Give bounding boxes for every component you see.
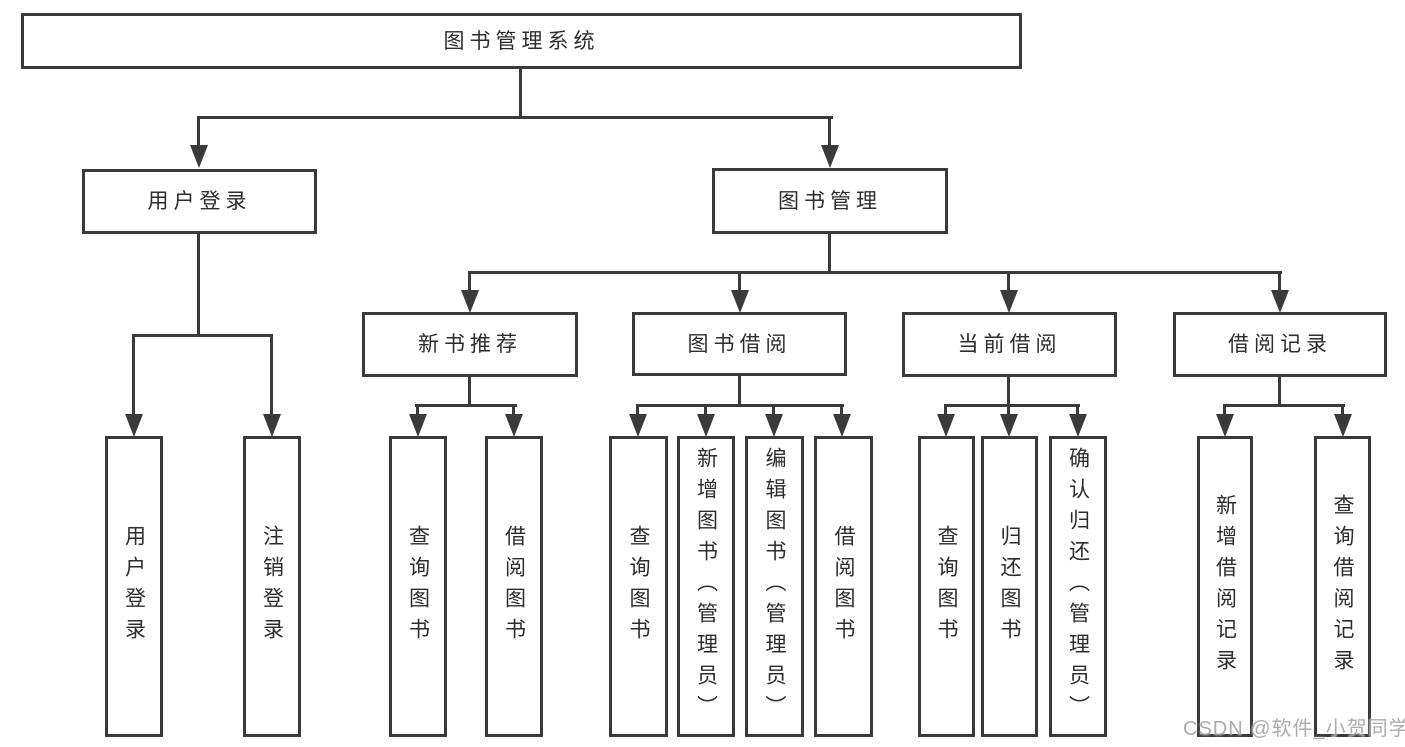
leaf-borrow-book-recommend: 借阅图书 [485, 436, 543, 737]
connector-line [1007, 404, 1010, 417]
leaf-borrow-book-borrowing: 借阅图书 [814, 436, 873, 737]
connector-line [1076, 404, 1079, 417]
connector-line [1341, 404, 1344, 417]
arrow-down-icon [821, 145, 839, 168]
arrow-down-icon [1216, 414, 1234, 437]
connector-line [944, 404, 947, 417]
arrow-down-icon [937, 414, 955, 437]
leaf-label: 新增借阅记录 [1213, 493, 1237, 680]
connector-line [468, 271, 471, 293]
node-book-borrowing: 图书借阅 [632, 312, 847, 376]
arrow-down-icon [263, 414, 281, 437]
connector-line [1007, 377, 1010, 407]
connector-line [828, 116, 831, 150]
arrow-down-icon [697, 414, 715, 437]
leaf-label: 用户登录 [122, 524, 146, 649]
connector-line [512, 404, 515, 417]
connector-line [1278, 271, 1281, 293]
arrow-down-icon [505, 414, 523, 437]
connector-line [772, 404, 775, 417]
node-user-login: 用户登录 [82, 169, 317, 234]
node-label: 图书借阅 [687, 332, 792, 356]
connector-line [1223, 404, 1345, 407]
node-label: 用户登录 [147, 190, 252, 213]
connector-line [704, 404, 707, 417]
connector-line [738, 271, 741, 293]
arrow-down-icon [1334, 414, 1352, 437]
leaf-query-book-borrowing: 查询图书 [609, 436, 668, 737]
connector-line [519, 68, 522, 119]
leaf-edit-book-admin: 编辑图书（管理员） [745, 436, 804, 737]
leaf-label: 借阅图书 [502, 524, 526, 649]
leaf-confirm-return-admin: 确认归还（管理员） [1049, 436, 1107, 737]
leaf-label: 查询图书 [627, 524, 650, 649]
leaf-query-book-recommend: 查询图书 [389, 436, 447, 737]
connector-line [197, 116, 200, 150]
leaf-logout: 注销登录 [243, 436, 301, 737]
leaf-label: 归还图书 [998, 524, 1021, 649]
arrow-down-icon [409, 414, 427, 437]
csdn-watermark: CSDN @软件_小贺同学 [1183, 718, 1405, 740]
connector-line [738, 376, 741, 407]
connector-line [132, 334, 135, 417]
arrow-down-icon [1069, 414, 1087, 437]
connector-line [840, 404, 843, 417]
connector-line [197, 116, 833, 119]
leaf-add-book-admin: 新增图书（管理员） [677, 436, 735, 737]
node-library-management-system: 图书管理系统 [21, 13, 1022, 69]
node-current-borrowing: 当前借阅 [902, 312, 1117, 377]
connector-line [132, 334, 273, 337]
leaf-query-book-current: 查询图书 [918, 436, 975, 737]
node-label: 当前借阅 [957, 333, 1062, 356]
connector-line [1007, 271, 1010, 293]
connector-line [415, 404, 517, 407]
arrow-down-icon [1000, 290, 1018, 313]
arrow-down-icon [1000, 414, 1018, 437]
arrow-down-icon [190, 145, 208, 168]
node-label: 借阅记录 [1228, 333, 1332, 356]
node-label: 图书管理系统 [443, 29, 600, 53]
connector-line [944, 404, 1080, 407]
connector-line [416, 404, 419, 417]
connector-line [270, 334, 273, 417]
leaf-label: 新增图书（管理员） [694, 447, 718, 726]
leaf-label: 注销登录 [260, 524, 284, 649]
connector-line [828, 234, 831, 274]
node-book-management: 图书管理 [712, 168, 948, 234]
leaf-query-borrow-record: 查询借阅记录 [1314, 436, 1371, 737]
arrow-down-icon [629, 414, 647, 437]
connector-line [636, 404, 639, 417]
leaf-label: 借阅图书 [832, 524, 855, 649]
connector-line [197, 233, 200, 336]
arrow-down-icon [1271, 290, 1289, 313]
node-new-book-recommend: 新书推荐 [362, 312, 578, 377]
node-label: 新书推荐 [418, 333, 522, 356]
connector-line [468, 377, 471, 407]
node-label: 图书管理 [778, 189, 882, 213]
arrow-down-icon [461, 290, 479, 313]
leaf-add-borrow-record: 新增借阅记录 [1197, 436, 1253, 737]
connector-line [1223, 404, 1226, 417]
arrow-down-icon [125, 414, 143, 437]
connector-line [468, 271, 1282, 274]
leaf-return-book: 归还图书 [981, 436, 1038, 737]
leaf-label: 编辑图书（管理员） [763, 447, 786, 726]
leaf-label: 查询图书 [406, 524, 430, 649]
connector-line [636, 404, 844, 407]
connector-line [1278, 377, 1281, 407]
leaf-user-login: 用户登录 [105, 436, 163, 737]
node-borrowing-records: 借阅记录 [1173, 312, 1387, 377]
leaf-label: 查询借阅记录 [1331, 493, 1354, 680]
arrow-down-icon [731, 290, 749, 313]
leaf-label: 确认归还（管理员） [1066, 447, 1090, 726]
arrow-down-icon [833, 414, 851, 437]
leaf-label: 查询图书 [935, 524, 958, 649]
arrow-down-icon [765, 414, 783, 437]
